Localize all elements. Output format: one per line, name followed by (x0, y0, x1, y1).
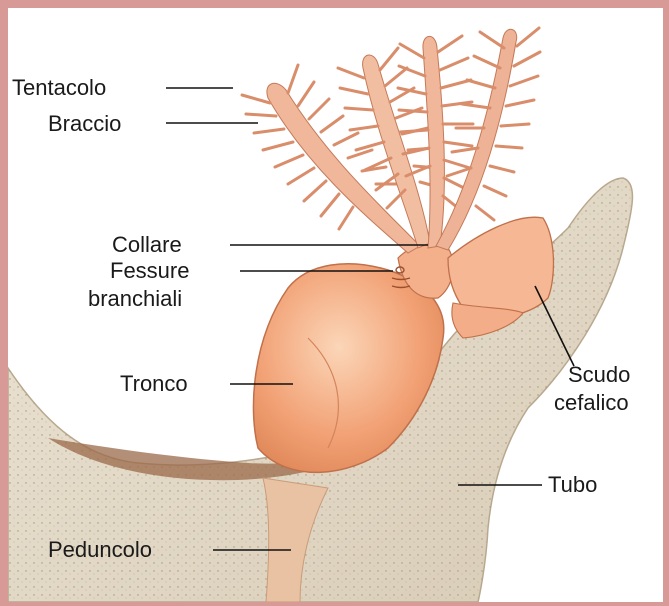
label-fessure-2: branchiali (88, 287, 182, 311)
label-fessure-1: Fessure (110, 259, 189, 283)
cephalic-shield (448, 217, 553, 316)
label-scudo-2: cefalico (554, 391, 629, 415)
label-braccio: Braccio (48, 112, 121, 136)
label-tronco: Tronco (120, 372, 188, 396)
illustration-canvas: Tentacolo Braccio Collare Fessure branch… (8, 8, 663, 602)
label-peduncolo: Peduncolo (48, 538, 152, 562)
label-tentacolo: Tentacolo (12, 76, 106, 100)
label-collare: Collare (112, 233, 182, 257)
label-scudo-1: Scudo (568, 363, 630, 387)
arm-far-right (436, 28, 540, 250)
label-tubo: Tubo (548, 473, 597, 497)
